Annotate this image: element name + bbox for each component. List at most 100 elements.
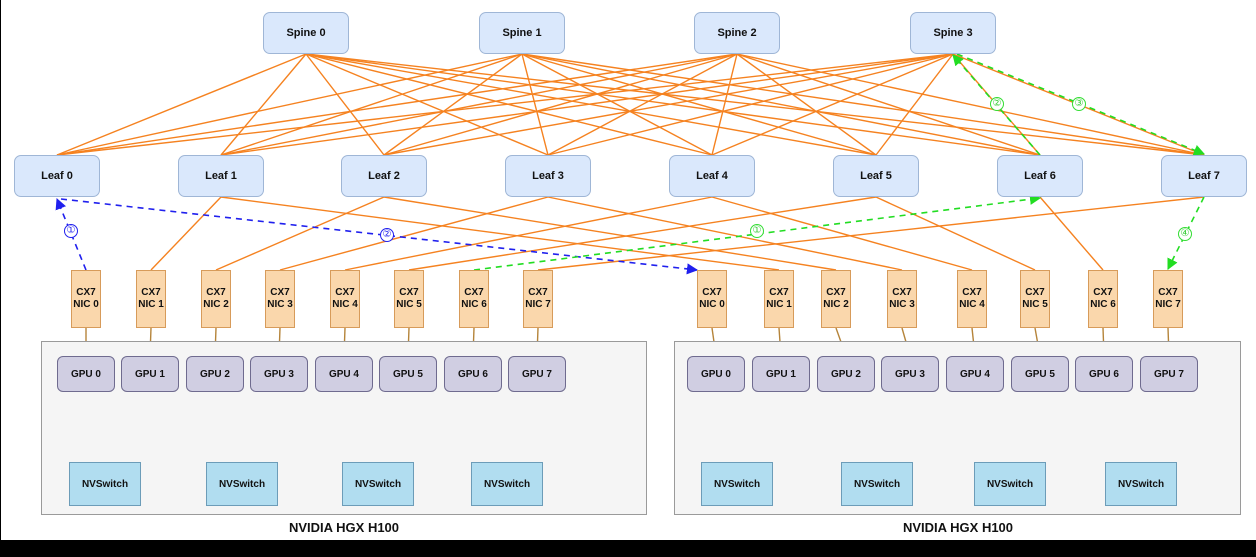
nic-label: NIC 3 (889, 299, 915, 310)
gpu[interactable]: GPU 2 (186, 356, 244, 392)
spine-leaf-link (305, 53, 385, 156)
gpu[interactable]: GPU 4 (946, 356, 1004, 392)
nic-model: CX7 (141, 287, 161, 298)
nvswitch-label: NVSwitch (986, 478, 1034, 490)
leaf-switch[interactable]: Leaf 0 (14, 155, 100, 197)
gpu[interactable]: GPU 7 (508, 356, 566, 392)
leaf-switch[interactable]: Leaf 4 (669, 155, 755, 197)
gpu[interactable]: GPU 1 (121, 356, 179, 392)
leaf-switch[interactable]: Leaf 7 (1161, 155, 1247, 197)
nvswitch[interactable]: NVSwitch (69, 462, 141, 506)
nic-label: NIC 1 (138, 299, 164, 310)
spine-leaf-link (736, 53, 877, 156)
spine-leaf-link (547, 53, 954, 156)
nvswitch[interactable]: NVSwitch (701, 462, 773, 506)
nic-model: CX7 (206, 287, 226, 298)
gpu-label: GPU 3 (894, 368, 925, 380)
gpu-label: GPU 7 (1153, 368, 1184, 380)
leaf-label: Leaf 5 (860, 170, 892, 182)
nvswitch-label: NVSwitch (1117, 478, 1165, 490)
gpu[interactable]: GPU 1 (752, 356, 810, 392)
nic-label: NIC 6 (1090, 299, 1116, 310)
nic-model: CX7 (769, 287, 789, 298)
nvswitch-label: NVSwitch (483, 478, 531, 490)
gpu-label: GPU 0 (700, 368, 731, 380)
path-green-step-1 (473, 193, 1042, 271)
nvswitch[interactable]: NVSwitch (342, 462, 414, 506)
nic-model: CX7 (826, 287, 846, 298)
nic-model: CX7 (528, 287, 548, 298)
leaf-switch[interactable]: Leaf 6 (997, 155, 1083, 197)
gpu[interactable]: GPU 3 (881, 356, 939, 392)
gpu[interactable]: GPU 5 (1011, 356, 1069, 392)
path-step-badge: ② (380, 228, 394, 242)
leaf-switch[interactable]: Leaf 1 (178, 155, 264, 197)
spine-leaf-link (220, 53, 954, 156)
nic-label: NIC 4 (959, 299, 985, 310)
nic-label: NIC 2 (203, 299, 229, 310)
path-step-badge: ③ (1072, 97, 1086, 111)
nic-label: NIC 1 (766, 299, 792, 310)
spine-leaf-link (383, 53, 954, 156)
nvswitch[interactable]: NVSwitch (974, 462, 1046, 506)
path-step-badge: ④ (1178, 227, 1192, 241)
nic-model: CX7 (962, 287, 982, 298)
gpu[interactable]: GPU 6 (1075, 356, 1133, 392)
spine-leaf-link (56, 53, 307, 156)
spine-leaf-link (875, 53, 954, 156)
gpu[interactable]: GPU 3 (250, 356, 308, 392)
gpu-label: GPU 2 (199, 368, 230, 380)
gpu[interactable]: GPU 4 (315, 356, 373, 392)
leaf-switch[interactable]: Leaf 2 (341, 155, 427, 197)
spine-switch[interactable]: Spine 0 (263, 12, 349, 54)
spine-leaf-link (305, 53, 1205, 156)
rail-link (875, 196, 1036, 271)
nvswitch[interactable]: NVSwitch (1105, 462, 1177, 506)
gpu[interactable]: GPU 0 (687, 356, 745, 392)
leaf-switch[interactable]: Leaf 3 (505, 155, 591, 197)
gpu[interactable]: GPU 7 (1140, 356, 1198, 392)
gpu[interactable]: GPU 6 (444, 356, 502, 392)
spine-leaf-link (521, 53, 549, 156)
spine-label: Spine 3 (933, 27, 973, 39)
nvswitch[interactable]: NVSwitch (206, 462, 278, 506)
path-step-badge: ① (750, 224, 764, 238)
rail-link (547, 196, 903, 271)
spine-label: Spine 1 (502, 27, 542, 39)
rail-link (1039, 196, 1104, 271)
nic-model: CX7 (702, 287, 722, 298)
spine-switch[interactable]: Spine 3 (910, 12, 996, 54)
server-label: NVIDIA HGX H100 (902, 520, 1014, 535)
nic-model: CX7 (335, 287, 355, 298)
path-blue-step-2 (60, 198, 699, 275)
spine-switch[interactable]: Spine 2 (694, 12, 780, 54)
leaf-switch[interactable]: Leaf 5 (833, 155, 919, 197)
gpu[interactable]: GPU 0 (57, 356, 115, 392)
nvswitch[interactable]: NVSwitch (471, 462, 543, 506)
spine-switch[interactable]: Spine 1 (479, 12, 565, 54)
rail-link (711, 196, 973, 271)
rail-link (383, 196, 837, 271)
spine-leaf-link (521, 53, 1041, 156)
nvswitch[interactable]: NVSwitch (841, 462, 913, 506)
gpu[interactable]: GPU 2 (817, 356, 875, 392)
nic-model: CX7 (270, 287, 290, 298)
nic-label: NIC 5 (1022, 299, 1048, 310)
gpu[interactable]: GPU 5 (379, 356, 437, 392)
